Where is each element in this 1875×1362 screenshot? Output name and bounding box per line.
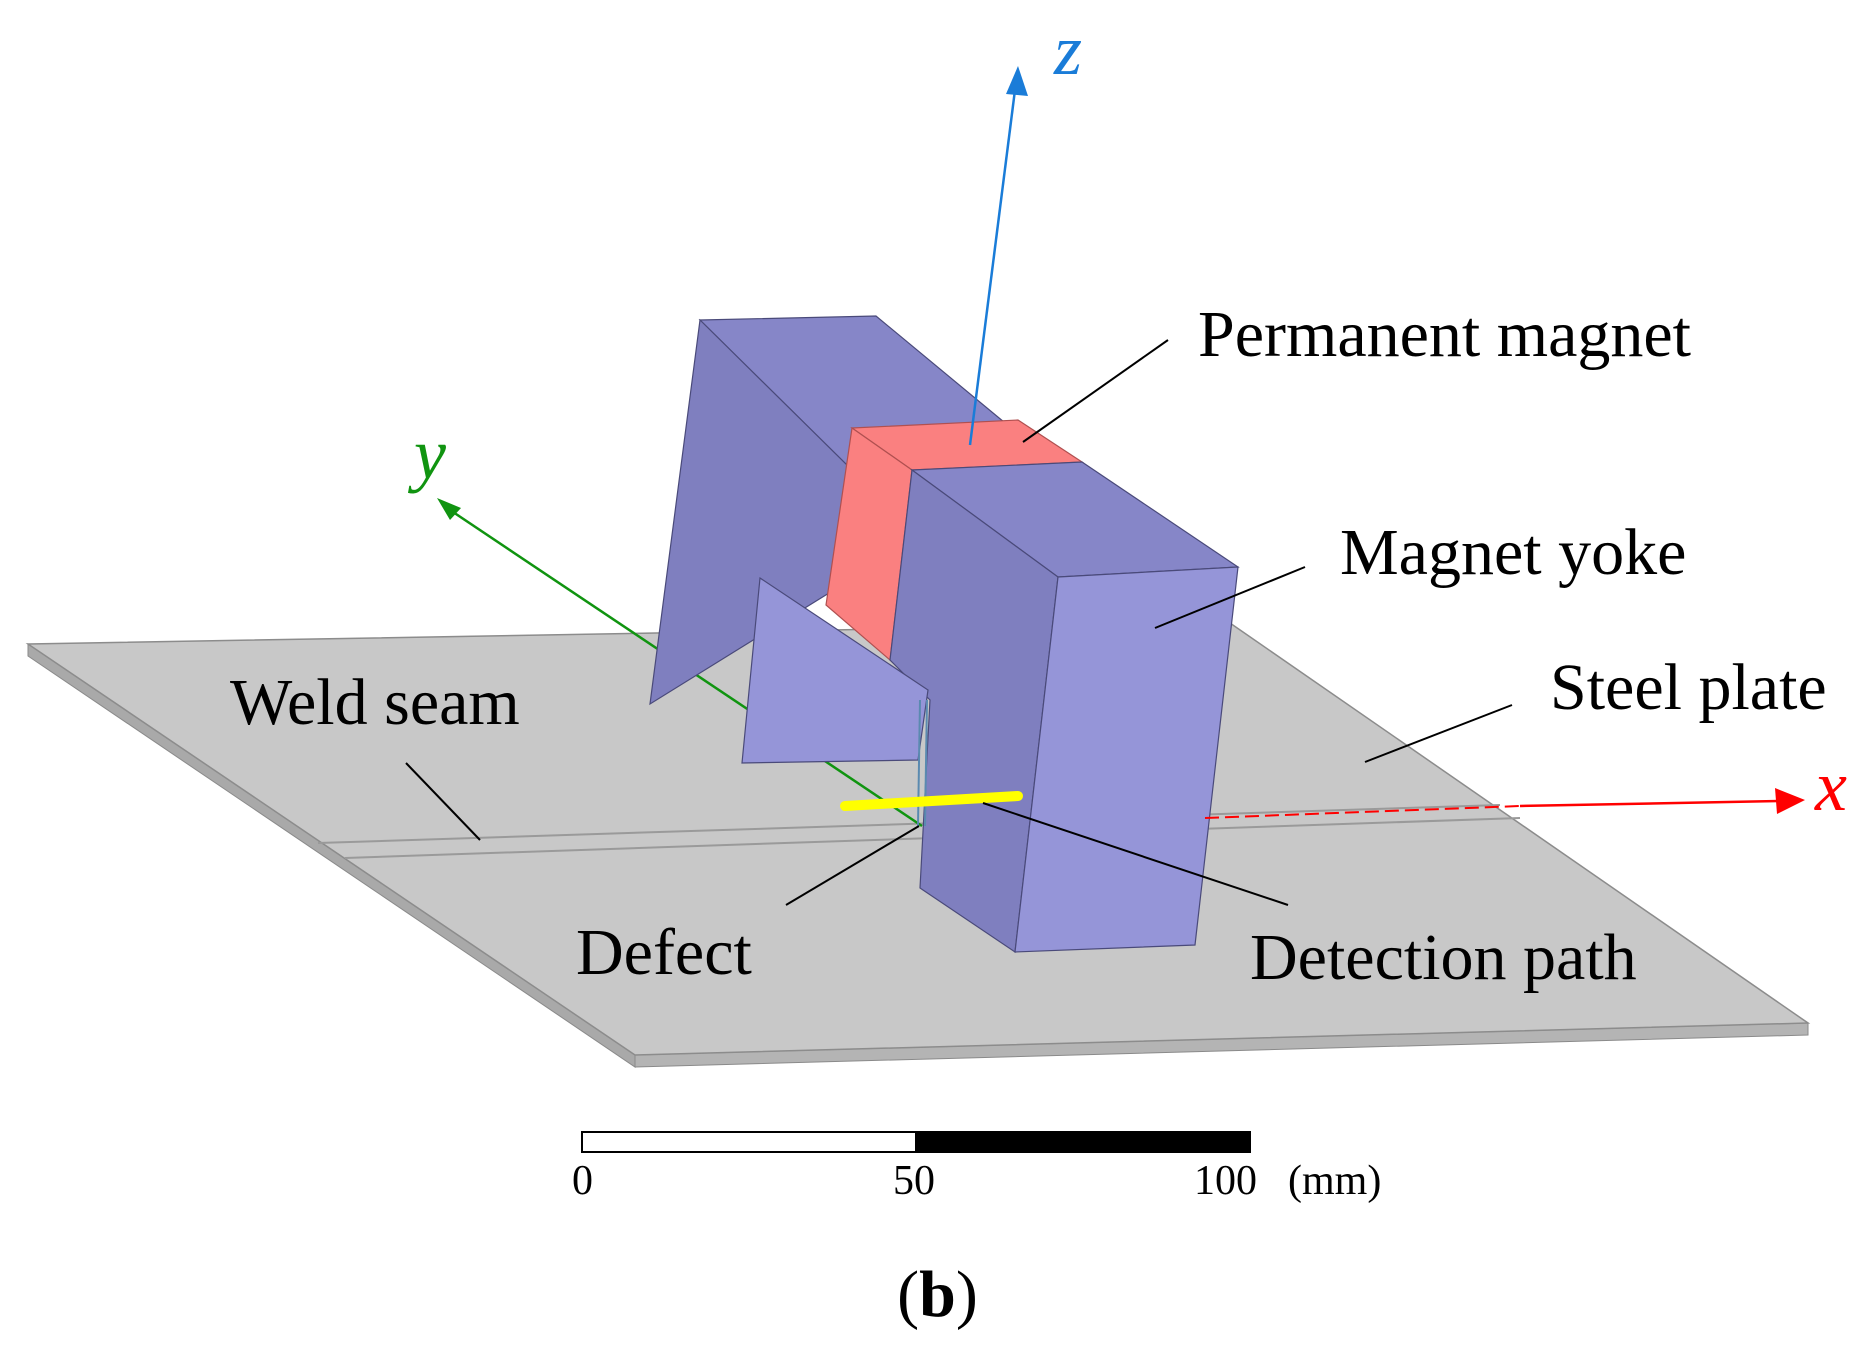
label-permanent-magnet: Permanent magnet xyxy=(1198,298,1692,371)
permanent-magnet xyxy=(825,419,1084,662)
z-axis xyxy=(968,66,1028,446)
leader-magnet-yoke xyxy=(1154,566,1306,629)
scale-tick-50: 50 xyxy=(893,1158,935,1204)
y-axis-arrowhead xyxy=(437,498,461,520)
panel-label-open: ( xyxy=(897,1258,920,1331)
label-detection-path: Detection path xyxy=(1250,921,1637,994)
leader-steel-plate xyxy=(1364,704,1513,763)
axis-label-y: y xyxy=(414,414,446,494)
x-axis xyxy=(1204,788,1805,819)
label-defect: Defect xyxy=(576,916,752,989)
yoke-front-face xyxy=(1014,566,1239,953)
axis-label-z: z xyxy=(1054,10,1083,90)
leader-permanent-magnet xyxy=(1022,339,1169,443)
label-magnet-yoke: Magnet yoke xyxy=(1340,516,1687,589)
scale-bar-black-segment xyxy=(915,1131,1251,1153)
leader-defect xyxy=(785,825,920,906)
axis-label-x: x xyxy=(1815,746,1847,826)
scale-tick-100: 100 xyxy=(1194,1158,1257,1204)
scale-unit: (mm) xyxy=(1288,1158,1382,1204)
label-steel-plate: Steel plate xyxy=(1550,651,1827,724)
yoke-front-upright xyxy=(889,461,1240,954)
panel-label-close: ) xyxy=(955,1258,978,1331)
scale-bar xyxy=(581,1131,1251,1153)
label-weld-seam: Weld seam xyxy=(230,666,520,739)
leader-detection-path xyxy=(982,802,1289,906)
leader-weld-seam xyxy=(405,762,481,841)
scale-bar-white-segment xyxy=(581,1131,917,1153)
panel-label-letter: b xyxy=(919,1258,956,1331)
x-axis-arrowhead xyxy=(1775,788,1805,814)
panel-label: (b) xyxy=(0,1262,1875,1328)
scale-tick-0: 0 xyxy=(572,1158,593,1204)
yoke-pole-piece xyxy=(741,576,929,764)
z-axis-arrowhead xyxy=(1006,66,1028,96)
detection-path xyxy=(840,791,1023,811)
